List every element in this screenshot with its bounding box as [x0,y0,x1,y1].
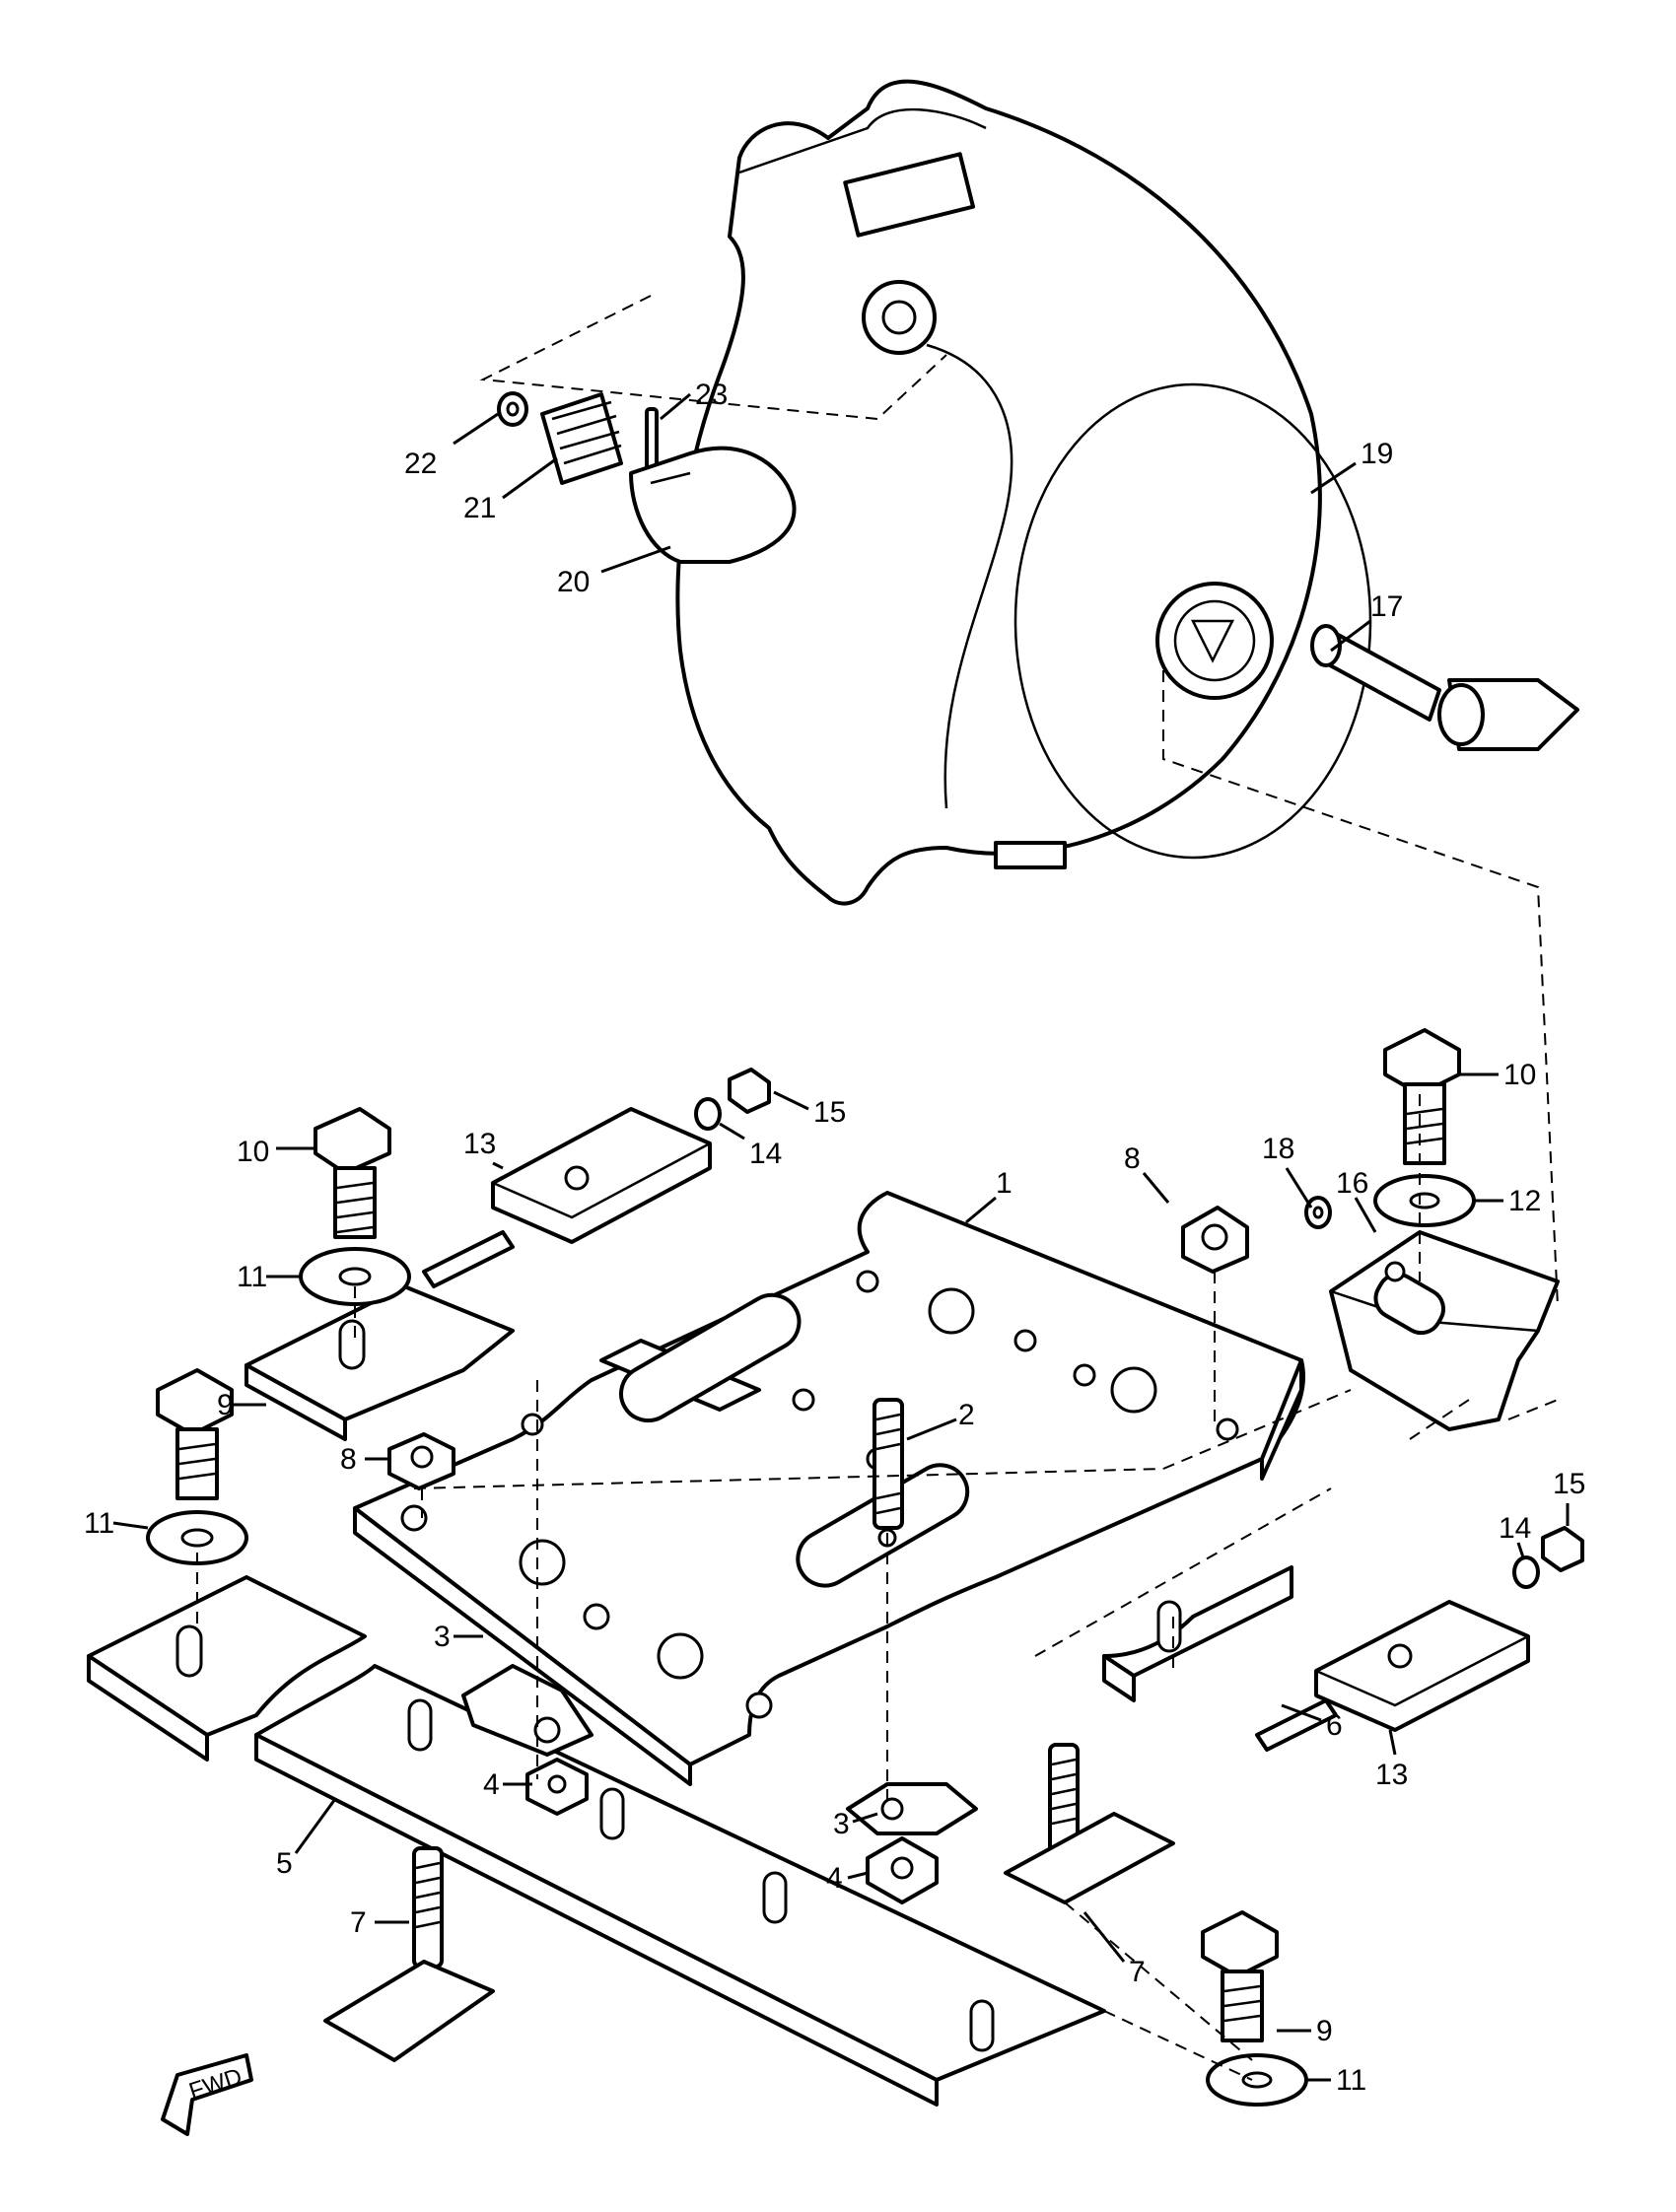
rail-6 [1102,1565,1293,1702]
spring-21 [540,392,623,485]
callout-11-right: 11 [1336,2064,1366,2097]
rail-upper-left [244,1284,515,1441]
callout-11-lower: 11 [84,1507,114,1540]
callout-23: 23 [695,379,728,411]
clamp-13-lower [1255,1600,1530,1752]
t-bolt-7-left [323,1846,495,2062]
callout-10-right: 10 [1503,1059,1536,1091]
callout-20: 20 [557,566,590,598]
bolt-10-right [1383,1028,1461,1165]
pin-23 [645,407,659,470]
bracket-16 [1329,1230,1560,1431]
callout-10-left: 10 [237,1136,269,1168]
callout-11-upper: 11 [237,1261,267,1293]
callout-9-left: 9 [217,1389,234,1421]
clamp-13-upper [422,1107,712,1288]
bolt-9-right [1201,1910,1279,2042]
callout-13-upper: 13 [463,1128,496,1160]
callout-12: 12 [1508,1185,1541,1217]
callout-1: 1 [996,1167,1013,1200]
callout-19: 19 [1361,438,1393,470]
callout-13-lower: 13 [1375,1759,1408,1791]
rail-lower-left [87,1575,367,1762]
callouts: 1 2 3 3 4 4 5 6 7 7 8 8 9 9 10 10 11 11 … [84,379,1585,2097]
nut-4-lower [866,1836,939,1904]
assembly-line-right-rail [1034,1487,1332,1657]
stud-2 [873,1398,904,1530]
callout-8-left: 8 [340,1443,357,1476]
bolt-9-left [156,1368,234,1500]
nut-4-upper [525,1758,589,1816]
lockwasher-14-lower [1512,1555,1540,1589]
callout-21: 21 [463,492,496,524]
callout-16: 16 [1336,1167,1368,1200]
lockwasher-14-upper [694,1097,722,1131]
callout-3-left: 3 [434,1621,451,1653]
callout-18: 18 [1262,1133,1294,1165]
callout-7-right: 7 [1129,1956,1146,1988]
assembly-line-clamp-left [413,1468,1164,1489]
callout-17: 17 [1370,590,1403,623]
washer-22 [497,391,528,427]
leader-line-housing-bracket [479,295,947,421]
callout-3-right: 3 [833,1808,850,1840]
nut-8-right [1181,1206,1249,1274]
slide-rail-5 [254,1664,1106,2107]
clip-3-right [846,1782,978,1835]
bolt-10-left [314,1107,391,1239]
assembly-line-rail-bottom [1103,2010,1253,2081]
nut-8-left [387,1432,455,1490]
callout-14-lower: 14 [1499,1512,1531,1545]
callout-4-right: 4 [826,1862,843,1895]
callout-6: 6 [1326,1709,1343,1742]
leader-line-housing-plate [1162,670,1559,1307]
recoil-handle-group [497,391,797,564]
washer-18 [1304,1196,1332,1229]
callout-5: 5 [276,1847,293,1880]
callout-15-lower: 15 [1553,1468,1585,1500]
nut-15-upper [728,1068,771,1114]
starter-shaft-17 [1310,624,1579,751]
callout-22: 22 [404,448,437,480]
t-bolt-7-right [1004,1743,1175,1904]
assembly-line-long-right [1162,1389,1559,1470]
clip-3-left [461,1664,594,1757]
leader-lines [112,392,1570,2082]
washer-11-right [1206,2053,1308,2107]
washer-12 [1373,1174,1476,1227]
mounting-plate-1 [353,1191,1305,1786]
callout-4-left: 4 [483,1768,500,1801]
callout-9-right: 9 [1316,2015,1333,2047]
callout-2: 2 [958,1399,975,1431]
callout-7-left: 7 [350,1906,367,1939]
callout-14-upper: 14 [749,1138,782,1170]
callout-8-right: 8 [1124,1142,1141,1175]
assembly-line-bracket-side [1409,1399,1470,1440]
callout-15-upper: 15 [813,1096,846,1129]
knob-20 [629,446,797,564]
nut-15-lower [1541,1526,1584,1572]
forward-direction-arrow: FWD [161,2053,253,2136]
